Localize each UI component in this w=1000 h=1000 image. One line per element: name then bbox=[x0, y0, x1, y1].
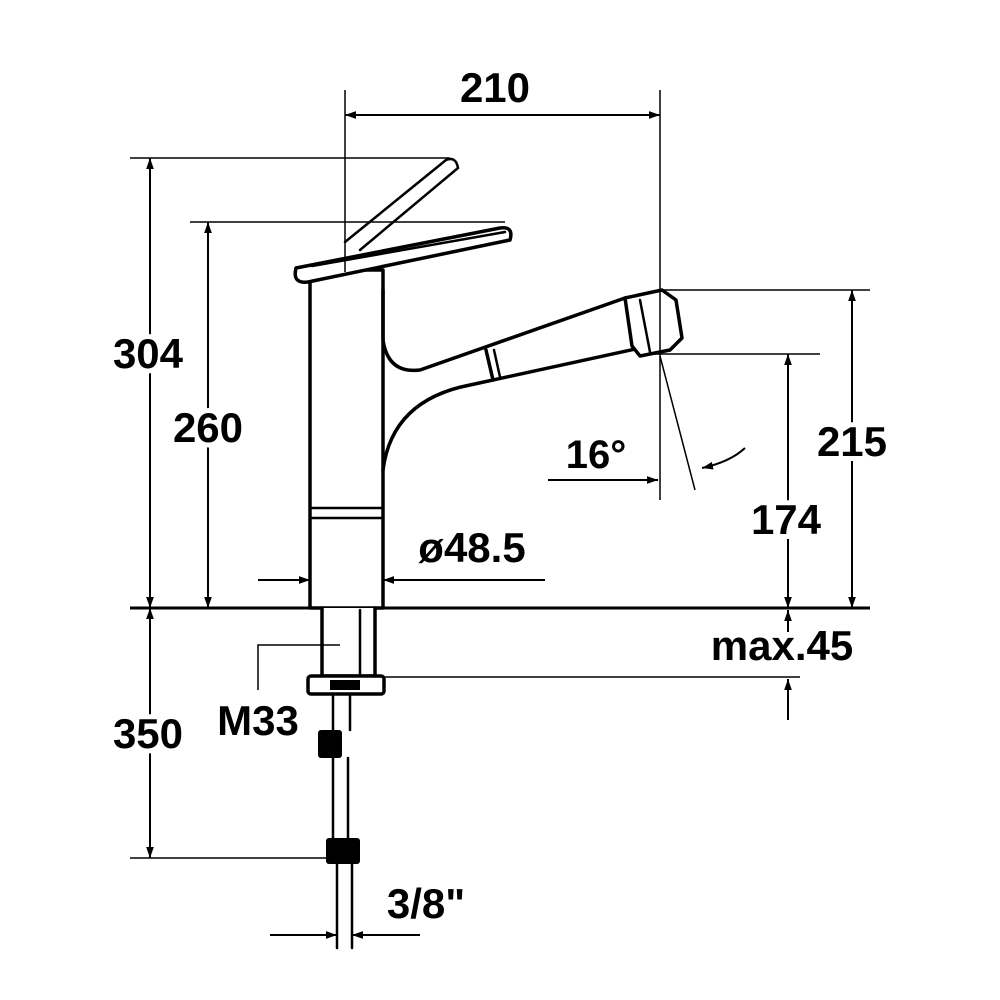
label-body-height: 260 bbox=[173, 404, 243, 451]
label-hose-length: 350 bbox=[113, 710, 183, 757]
dimension-spout-reach: 210 bbox=[344, 64, 661, 500]
dimension-thread-size: M33 bbox=[217, 644, 340, 744]
dimension-total-height: 304 bbox=[108, 157, 450, 608]
label-body-diameter: ø48.5 bbox=[418, 524, 525, 571]
deck-surface bbox=[130, 606, 870, 678]
dimension-max-deck-thickness: max.45 bbox=[711, 610, 853, 720]
label-total-height: 304 bbox=[113, 330, 184, 377]
dimension-body-diameter: ø48.5 bbox=[258, 524, 545, 584]
dimension-spout-angle: 16° bbox=[548, 355, 746, 491]
dimension-connection-size: 3/8" bbox=[270, 880, 465, 939]
dimension-aerator-height: 174 bbox=[650, 353, 827, 608]
label-connection-size: 3/8" bbox=[387, 880, 465, 927]
label-spout-reach: 210 bbox=[460, 64, 530, 111]
mounting-shank bbox=[306, 606, 386, 950]
label-spout-angle: 16° bbox=[566, 433, 627, 477]
label-thread-size: M33 bbox=[217, 697, 299, 744]
dimension-outlet-height: 215 bbox=[660, 289, 892, 608]
label-aerator-height: 174 bbox=[751, 496, 822, 543]
label-outlet-height: 215 bbox=[817, 418, 887, 465]
faucet-body bbox=[293, 157, 684, 610]
dimension-hose-length: 350 bbox=[108, 608, 330, 859]
dimension-body-height: 260 bbox=[168, 221, 505, 608]
label-max-deck-thickness: max.45 bbox=[711, 622, 853, 669]
